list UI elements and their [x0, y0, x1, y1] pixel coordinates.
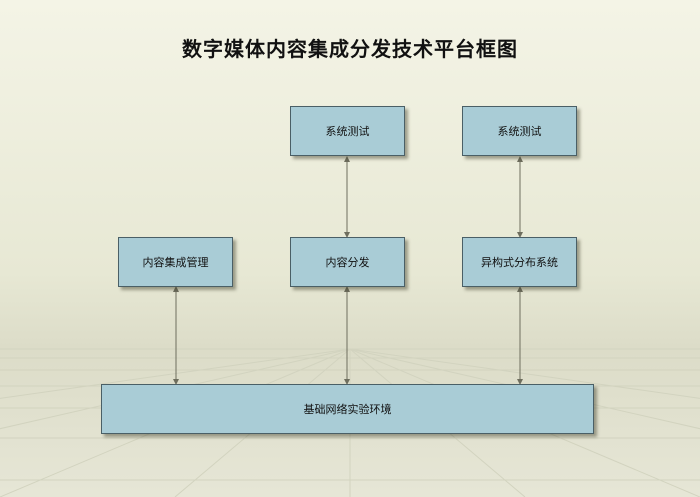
- node-label: 基础网络实验环境: [303, 403, 392, 416]
- node-label: 系统测试: [497, 125, 542, 138]
- node-label: 系统测试: [325, 125, 370, 138]
- node-base-network-environment: 基础网络实验环境: [101, 384, 594, 434]
- node-content-integration-management: 内容集成管理: [118, 237, 233, 287]
- node-label: 内容集成管理: [142, 256, 209, 269]
- node-heterogeneous-distributed-system: 异构式分布系统: [462, 237, 577, 287]
- diagram-title: 数字媒体内容集成分发技术平台框图: [182, 37, 518, 61]
- node-content-distribution: 内容分发: [290, 237, 405, 287]
- node-label: 异构式分布系统: [481, 256, 558, 269]
- node-label: 内容分发: [325, 256, 370, 269]
- node-system-test-1: 系统测试: [290, 106, 405, 156]
- node-system-test-2: 系统测试: [462, 106, 577, 156]
